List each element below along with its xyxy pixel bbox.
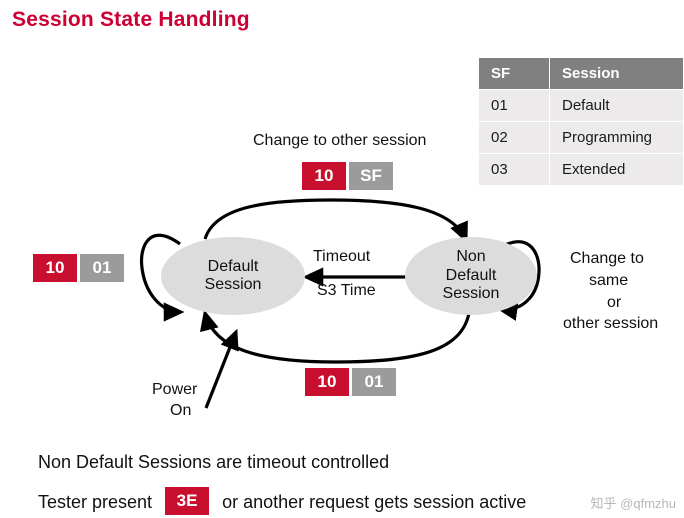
table-cell-session: Extended (549, 153, 684, 186)
table-cell-session: Programming (549, 121, 684, 154)
chip-subfunction: 01 (352, 368, 396, 396)
footer-line2-pre: Tester present (38, 492, 153, 512)
table-row: 01 Default (478, 89, 684, 122)
footer-line2-post: or another request gets session active (222, 492, 527, 512)
state-nondefault-label-line1: Non (456, 248, 486, 266)
chip-subfunction: SF (349, 162, 393, 190)
table-row: 02 Programming (478, 121, 684, 154)
state-default-session: Default Session (161, 237, 305, 315)
left-transition-chip: 10 01 (33, 254, 124, 282)
power-on-label-line1: Power (152, 381, 198, 398)
state-nondefault-label-line3: Session (442, 285, 500, 303)
bottom-transition-chip: 10 01 (305, 368, 396, 396)
table-cell-session: Default (549, 89, 684, 122)
state-default-label-line1: Default (207, 257, 259, 275)
page-title: Session State Handling (12, 8, 250, 31)
right-note-line3: or (607, 294, 622, 311)
table-cell-sf: 01 (478, 89, 550, 122)
chip-service-id: 10 (302, 162, 346, 190)
session-table: SF Session 01 Default 02 Programming 03 … (478, 57, 684, 186)
chip-service-id: 10 (33, 254, 77, 282)
footer-line-1: Non Default Sessions are timeout control… (38, 452, 390, 472)
footer-line-2: Tester present 3E or another request get… (38, 487, 527, 517)
s3-time-label: S3 Time (317, 282, 376, 299)
table-cell-sf: 03 (478, 153, 550, 186)
state-non-default-session: Non Default Session (405, 237, 537, 315)
table-header-session: Session (549, 57, 684, 90)
right-note-line4: other session (563, 315, 659, 332)
right-note-line2: same (589, 272, 629, 289)
chip-service-id: 10 (305, 368, 349, 396)
timeout-label: Timeout (313, 248, 371, 265)
table-header-sf: SF (478, 57, 550, 90)
top-transition-chip: 10 SF (302, 162, 393, 190)
state-nondefault-label-line2: Default (445, 266, 497, 284)
chip-subfunction: 01 (80, 254, 124, 282)
table-cell-sf: 02 (478, 121, 550, 154)
table-row: 03 Extended (478, 153, 684, 186)
chip-tester-present: 3E (165, 487, 210, 515)
power-on-label-line2: On (170, 402, 192, 419)
watermark: 知乎 @qfmzhu (590, 496, 676, 511)
table-header-row: SF Session (478, 57, 684, 90)
state-default-label-line2: Session (204, 276, 262, 293)
right-note-line1: Change to (570, 250, 644, 267)
change-to-other-session-label: Change to other session (253, 132, 427, 149)
